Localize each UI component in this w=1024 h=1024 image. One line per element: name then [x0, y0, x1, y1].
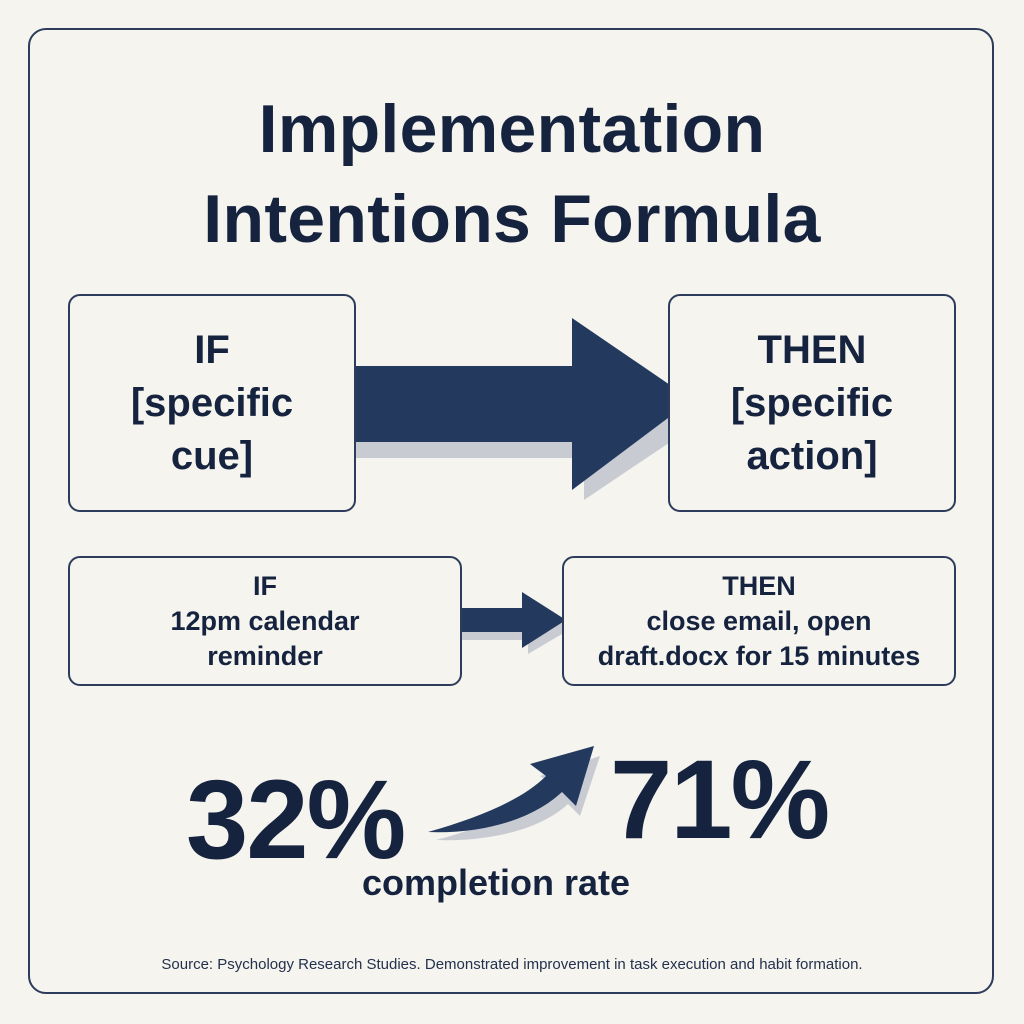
- right-arrow-icon: [455, 592, 566, 648]
- example-if-line-1: 12pm calendar: [170, 605, 360, 636]
- title-line-1: Implementation: [258, 91, 766, 167]
- completion-rate-caption: completion rate: [362, 862, 631, 903]
- source-note: Source: Psychology Research Studies. Dem…: [161, 956, 863, 973]
- then-label: THEN: [757, 327, 867, 372]
- stat-after: 71%: [610, 737, 830, 862]
- example-if-label: IF: [253, 570, 277, 601]
- then-action-line-2: action]: [746, 433, 878, 478]
- if-cue-line-2: cue]: [170, 433, 254, 478]
- example-if-line-2: reminder: [207, 640, 323, 671]
- then-action-box: THEN [specific action]: [668, 294, 956, 512]
- title-line-2: Intentions Formula: [203, 181, 821, 257]
- example-then-box: THEN close email, open draft.docx for 15…: [562, 556, 956, 686]
- example-if-box: IF 12pm calendar reminder: [68, 556, 462, 686]
- right-arrow-icon: [340, 318, 692, 490]
- then-action-line-1: [specific: [730, 380, 894, 425]
- if-cue-box: IF [specific cue]: [68, 294, 356, 512]
- if-cue-line-1: [specific: [130, 380, 294, 425]
- card-border: [28, 28, 994, 994]
- curved-up-arrow-icon: [428, 746, 594, 833]
- stat-before: 32%: [186, 757, 406, 882]
- example-then-label: THEN: [722, 570, 796, 601]
- page-title: Implementation Intentions Formula: [0, 84, 1024, 264]
- example-then-line-1: close email, open: [646, 605, 872, 636]
- if-label: IF: [194, 327, 230, 372]
- example-then-line-2: draft.docx for 15 minutes: [597, 640, 921, 671]
